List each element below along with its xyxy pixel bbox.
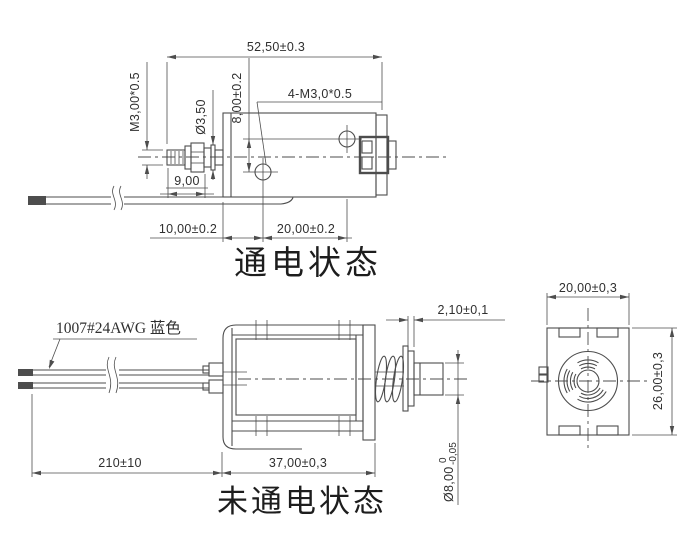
break-symbol xyxy=(112,185,116,211)
dim-end-height-text: 26,00±0,3 xyxy=(651,352,665,410)
dim-nut-length-text: 9,00 xyxy=(174,174,200,188)
dim-nut-length: 9,00 xyxy=(160,168,214,198)
caption-energized: 通电状态 xyxy=(234,244,382,281)
dim-hole-position-chain: 10,00±0.2 20,00±0.2 xyxy=(150,202,352,242)
lead-wires-side xyxy=(18,356,247,394)
end-view-bore xyxy=(557,350,619,412)
plunger-end-side xyxy=(402,345,444,412)
dim-thread-text: M3,00*0.5 xyxy=(128,72,142,132)
dim-shaft-diameter: Ø3,50 xyxy=(194,90,216,180)
dim-plunger-thread: M3,00*0.5 xyxy=(128,62,163,179)
solenoid-body-top xyxy=(222,112,397,198)
label-mount-holes: 4-M3,0*0.5 xyxy=(256,87,382,165)
dim-body-length-text: 37,00±0,3 xyxy=(269,456,327,470)
wire-exit-bump xyxy=(538,366,549,375)
dim-end-width-text: 20,00±0,3 xyxy=(559,281,617,295)
dim-plunger-diameter: Ø8,00 0 -0,05 xyxy=(438,350,464,505)
mount-hole-1 xyxy=(243,158,278,242)
dim-end-width: 20,00±0,3 xyxy=(546,281,630,325)
wire-tip xyxy=(28,196,46,205)
wire-exit-bump xyxy=(538,374,549,383)
top-view-drawing: 52,50±0.3 M3,00*0.5 Ø3,50 xyxy=(28,40,447,281)
break-symbol xyxy=(106,356,112,394)
wire-tip xyxy=(18,382,33,389)
dim-plunger-tol-upper: 0 xyxy=(438,457,449,463)
dim-end-height: 26,00±0,3 xyxy=(632,327,677,436)
dim-washer-text: 2,10±0,1 xyxy=(438,303,489,317)
dim-lead-length-text: 210±10 xyxy=(98,456,141,470)
break-symbol xyxy=(119,185,123,211)
dim-hole-row-offset: 8,00±0.2 xyxy=(230,58,252,172)
mount-hole-ticks xyxy=(255,320,351,436)
dim-lead-length: 210±10 xyxy=(31,394,222,477)
dim-edge-to-hole-text: 10,00±0.2 xyxy=(159,222,217,236)
solenoid-frame-side xyxy=(222,320,376,450)
dim-hole-pitch-text: 20,00±0.2 xyxy=(277,222,335,236)
dim-washer-thickness: 2,10±0,1 xyxy=(386,303,505,347)
dim-shaft-dia-text: Ø3,50 xyxy=(194,99,208,135)
caption-deenergized: 未通电状态 xyxy=(217,484,387,519)
lead-wire-top xyxy=(28,185,294,213)
wire-tip xyxy=(18,369,33,376)
dim-body-length: 37,00±0,3 xyxy=(221,443,376,477)
dim-overall-length-text: 52,50±0.3 xyxy=(247,40,305,54)
plunger-assembly xyxy=(166,142,224,173)
side-view-drawing: 1007#24AWG 蓝色 2,10±0,1 Ø8,00 0 -0 xyxy=(18,303,505,519)
dim-plunger-dia-text: Ø8,00 xyxy=(442,466,456,502)
dim-plunger-tol-lower: -0,05 xyxy=(448,442,459,465)
wire-spec-label: 1007#24AWG 蓝色 xyxy=(48,319,197,369)
label-mount-holes-text: 4-M3,0*0.5 xyxy=(288,87,352,101)
dim-row-offset-text: 8,00±0.2 xyxy=(230,73,244,124)
mount-hole-2 xyxy=(243,125,362,242)
break-symbol xyxy=(113,356,119,394)
end-view-drawing: 20,00±0,3 26,00±0,3 xyxy=(531,281,677,452)
end-view-outline xyxy=(538,327,630,436)
dim-overall-length: 52,50±0.3 xyxy=(166,40,383,144)
wire-spec-text: 1007#24AWG 蓝色 xyxy=(56,319,181,337)
